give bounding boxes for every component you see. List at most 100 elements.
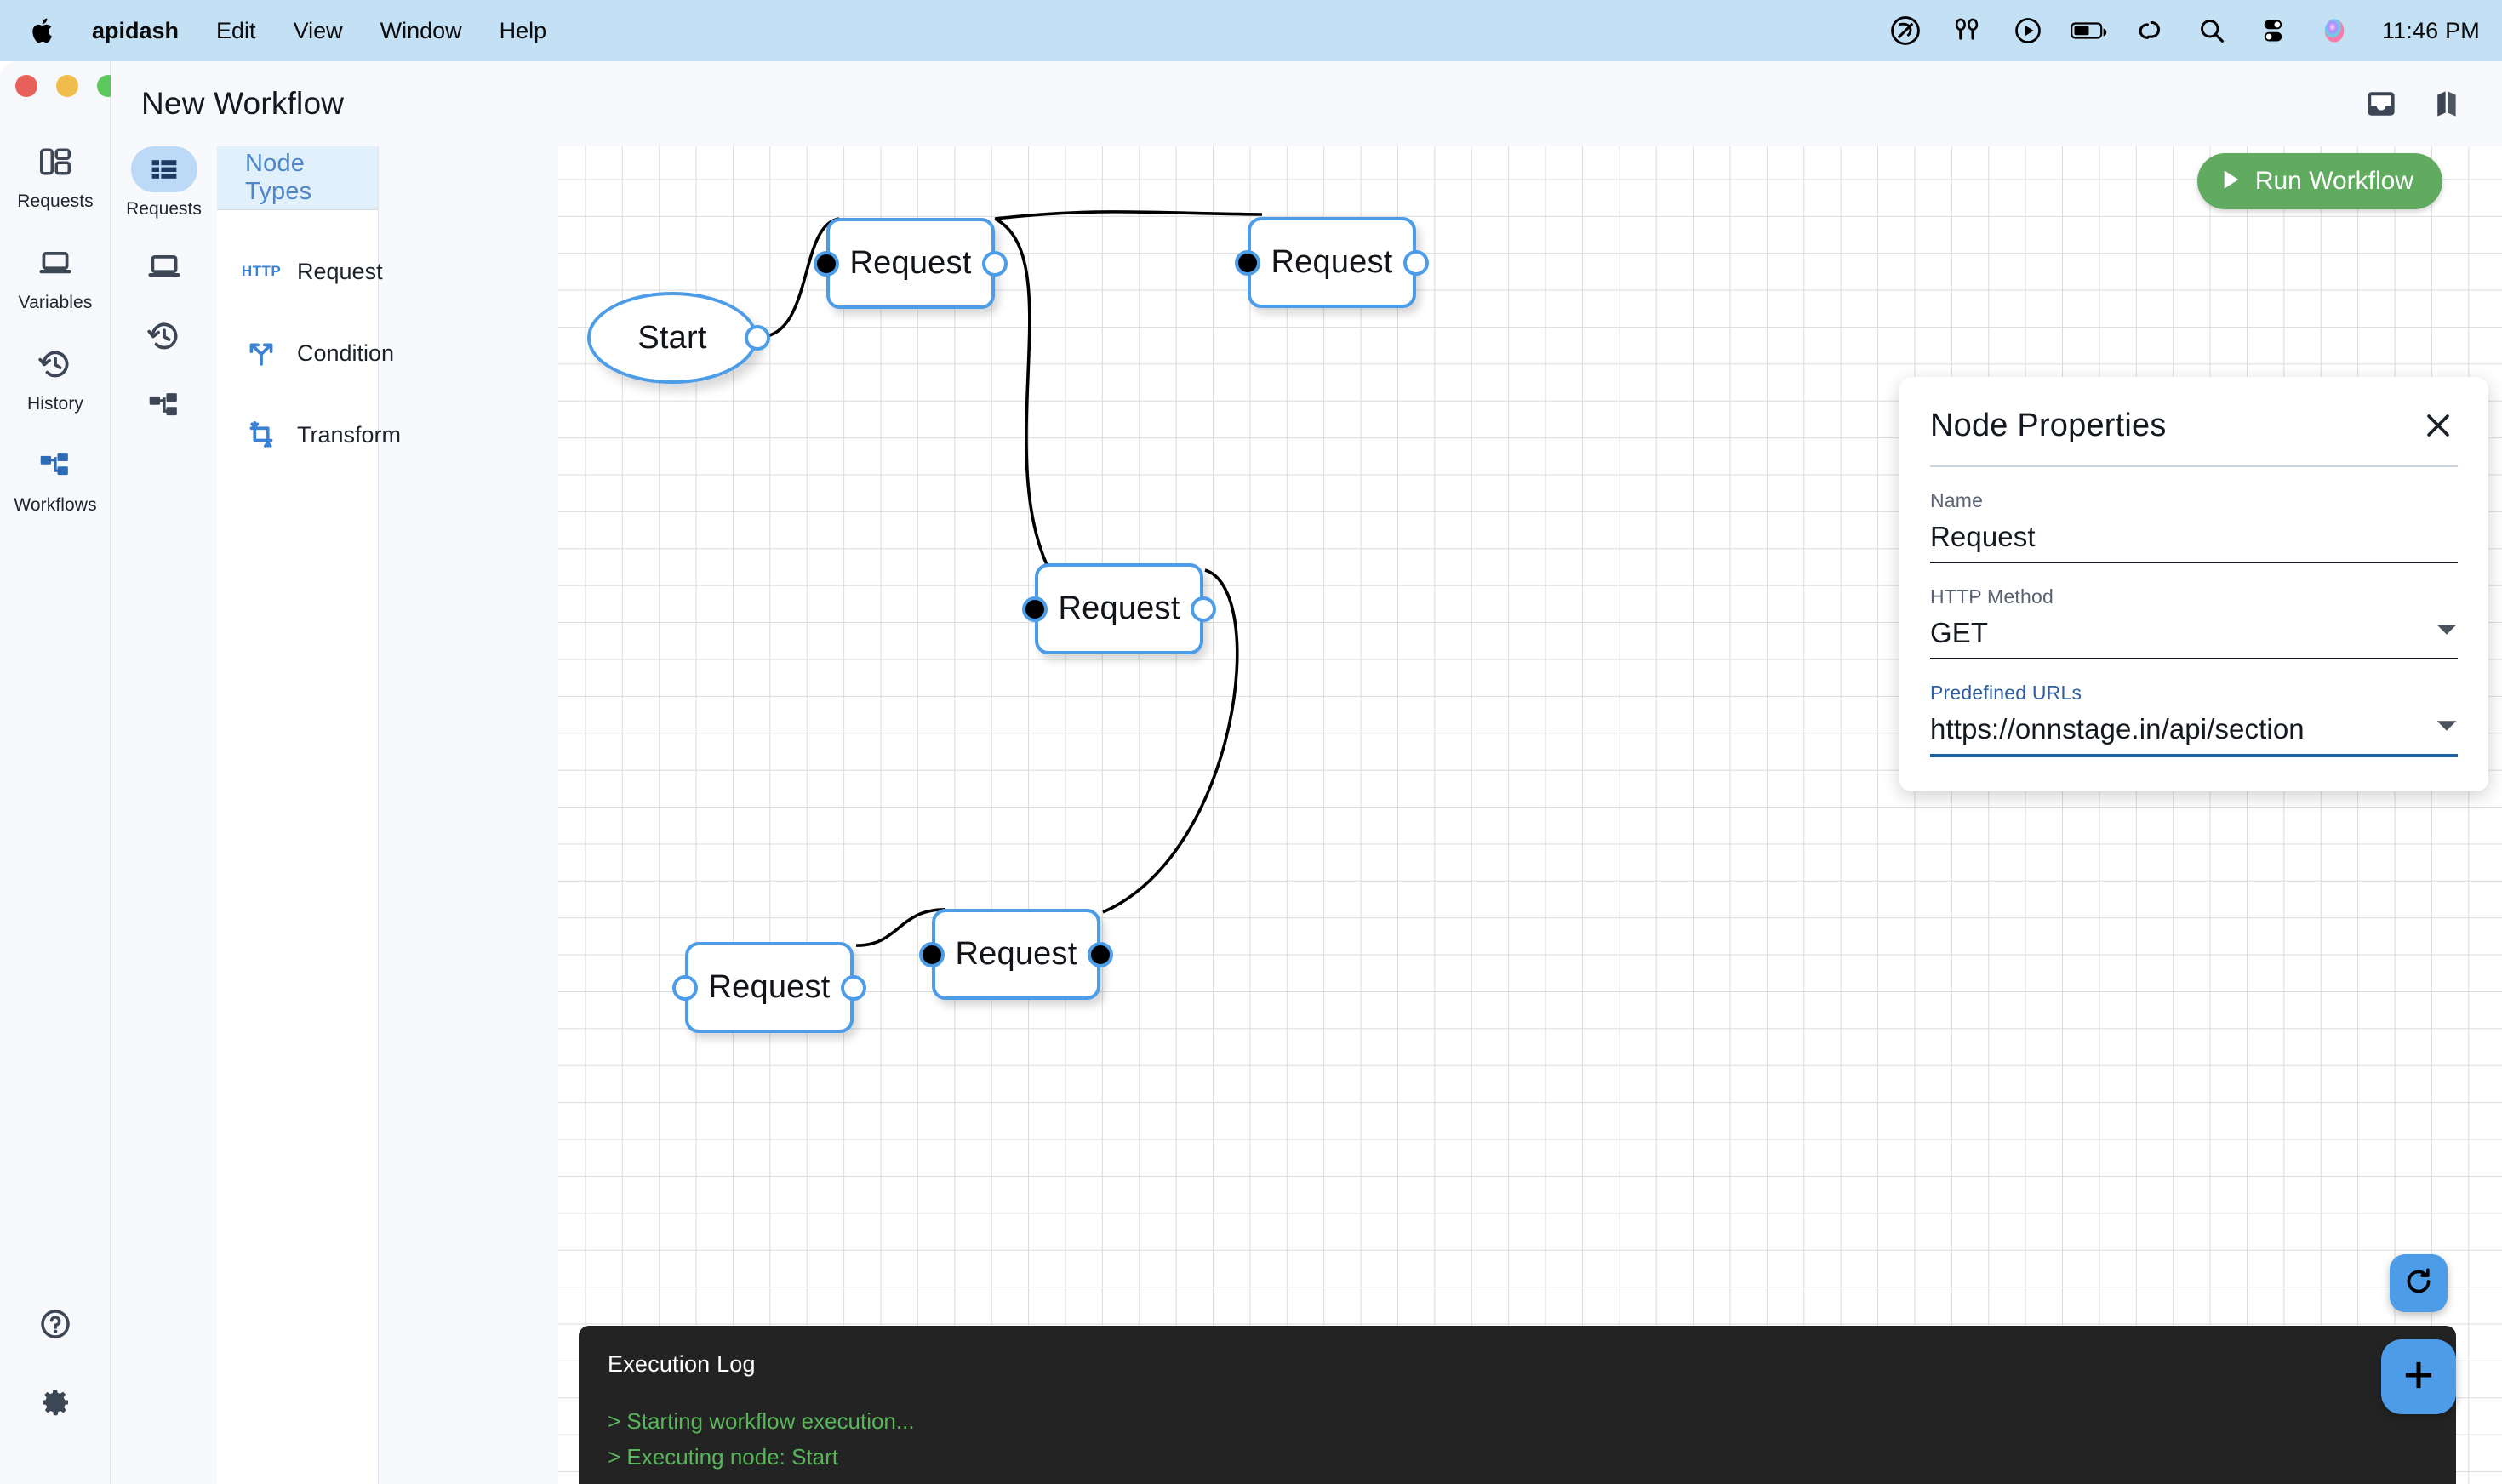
run-workflow-button[interactable]: Run Workflow	[2196, 153, 2442, 209]
window-minimize-button[interactable]	[56, 75, 78, 97]
log-line: > Starting workflow execution...	[608, 1408, 915, 1434]
node-type-label: Request	[297, 258, 383, 284]
laptop-icon	[33, 241, 77, 285]
workflow-icon	[33, 443, 77, 488]
node-input-port[interactable]	[919, 941, 945, 967]
log-line: > Executing node: Start	[608, 1444, 839, 1470]
execution-log-lines: > Starting workflow execution... > Execu…	[608, 1403, 2427, 1484]
node-output-port[interactable]	[1088, 941, 1113, 967]
node-type-label: Transform	[297, 421, 402, 448]
node-output-port[interactable]	[1191, 596, 1216, 622]
node-type-request[interactable]: HTTP Request	[217, 231, 383, 312]
menu-item-edit[interactable]: Edit	[216, 17, 256, 43]
strip-item-requests[interactable]: Requests	[111, 146, 217, 220]
settings-button[interactable]	[0, 1380, 111, 1424]
menu-bar-status-icons: 11:46 PM	[1887, 12, 2480, 49]
node-input-port[interactable]	[1235, 249, 1260, 276]
map-icon[interactable]	[2431, 85, 2468, 123]
http-method-select[interactable]: GET	[1930, 617, 1989, 648]
field-label: Predefined URLs	[1930, 682, 2082, 704]
help-button[interactable]	[0, 1302, 111, 1346]
sidebar-item-variables[interactable]: Variables	[0, 241, 111, 313]
node-types-header: Node Types	[217, 146, 378, 210]
chevron-down-icon[interactable]	[2436, 719, 2458, 745]
field-label: HTTP Method	[1930, 585, 2054, 608]
workflow-node-req3[interactable]: Request	[1022, 563, 1216, 654]
node-input-port[interactable]	[1022, 596, 1048, 622]
run-workflow-label: Run Workflow	[2254, 167, 2413, 195]
strip-item-history[interactable]	[111, 313, 217, 359]
battery-icon[interactable]	[2070, 12, 2108, 49]
gear-icon	[33, 1380, 77, 1424]
sidebar-item-history[interactable]: History	[0, 342, 111, 414]
history-icon	[131, 313, 197, 359]
workflow-node-req1[interactable]: Request	[814, 218, 1008, 309]
node-types-list: HTTP Request Condition Transform	[217, 210, 401, 476]
sidebar-item-label: Variables	[18, 293, 93, 312]
add-fab[interactable]	[2381, 1339, 2456, 1414]
node-output-port[interactable]	[841, 974, 866, 1001]
field-value-row[interactable]: https://onnstage.in/api/section	[1930, 713, 2458, 745]
node-type-transform[interactable]: Transform	[217, 394, 401, 476]
inbox-icon[interactable]	[2362, 85, 2400, 123]
siri-icon[interactable]	[2316, 12, 2353, 49]
primary-sidebar-bottom	[0, 1302, 111, 1458]
list-icon	[130, 146, 197, 192]
app-window: Requests Variables History	[0, 61, 2502, 1484]
play-circle-icon[interactable]	[2009, 12, 2047, 49]
sidebar-item-workflows[interactable]: Workflows	[0, 443, 111, 516]
header-actions	[2362, 85, 2468, 123]
node-input-port[interactable]	[814, 250, 839, 277]
workflow-node-req2[interactable]: Request	[1235, 217, 1429, 308]
node-type-condition[interactable]: Condition	[217, 312, 394, 394]
strip-item-variables[interactable]	[111, 243, 217, 289]
airpods-icon[interactable]	[1948, 12, 1985, 49]
apple-logo-icon[interactable]	[26, 16, 61, 45]
node-output-port[interactable]	[1403, 249, 1429, 276]
link-icon[interactable]	[2132, 12, 2169, 49]
node-output-port[interactable]	[982, 250, 1008, 277]
plus-icon	[2400, 1356, 2437, 1398]
macos-menu-bar: apidash Edit View Window Help	[0, 0, 2502, 61]
predefined-urls-select[interactable]: https://onnstage.in/api/section	[1930, 713, 2305, 745]
field-underline	[1930, 754, 2458, 757]
play-icon	[2221, 168, 2242, 195]
help-circle-icon	[33, 1302, 77, 1346]
workflow-header: New Workflow	[111, 61, 2502, 146]
menu-item-help[interactable]: Help	[499, 17, 547, 43]
name-field[interactable]: Request	[1930, 521, 2036, 552]
workflow-canvas[interactable]: Start Request Request Request Request	[558, 146, 2502, 1484]
sidebar-item-label: Requests	[17, 191, 94, 211]
field-value-row[interactable]: GET	[1930, 617, 2458, 649]
node-label: Request	[1271, 244, 1393, 280]
strip-item-workflows[interactable]	[111, 383, 217, 429]
workflow-node-start[interactable]: Start	[587, 292, 770, 384]
window-close-button[interactable]	[15, 75, 37, 97]
menu-item-view[interactable]: View	[293, 17, 343, 43]
control-center-icon[interactable]	[2254, 12, 2292, 49]
menu-bar-clock[interactable]: 11:46 PM	[2381, 17, 2480, 43]
edge-req1-req2	[994, 210, 1263, 220]
menu-bar-left: apidash Edit View Window Help	[26, 16, 565, 45]
refresh-icon	[2403, 1266, 2434, 1301]
node-label: Request	[849, 245, 972, 281]
node-label: Request	[1058, 591, 1180, 626]
field-value-row[interactable]: Request	[1930, 521, 2458, 553]
execution-log-panel: Execution Log > Starting workflow execut…	[579, 1326, 2456, 1484]
page-title: New Workflow	[141, 86, 345, 121]
refresh-fab[interactable]	[2390, 1254, 2448, 1312]
workflow-node-req5[interactable]: Request	[672, 942, 866, 1033]
menu-item-window[interactable]: Window	[380, 17, 462, 43]
sidebar-item-label: Workflows	[14, 495, 97, 515]
close-icon[interactable]	[2419, 406, 2458, 445]
creative-cloud-icon[interactable]	[1887, 12, 1924, 49]
node-input-port[interactable]	[672, 974, 698, 1001]
node-output-port[interactable]	[745, 325, 770, 351]
sidebar-item-requests[interactable]: Requests	[0, 140, 111, 212]
chevron-down-icon[interactable]	[2436, 623, 2458, 649]
menu-item-apidash[interactable]: apidash	[92, 17, 180, 43]
workflow-node-req4[interactable]: Request	[919, 909, 1113, 1000]
node-properties-header: Node Properties	[1930, 406, 2458, 445]
search-icon[interactable]	[2193, 12, 2231, 49]
http-icon: HTTP	[242, 254, 281, 288]
